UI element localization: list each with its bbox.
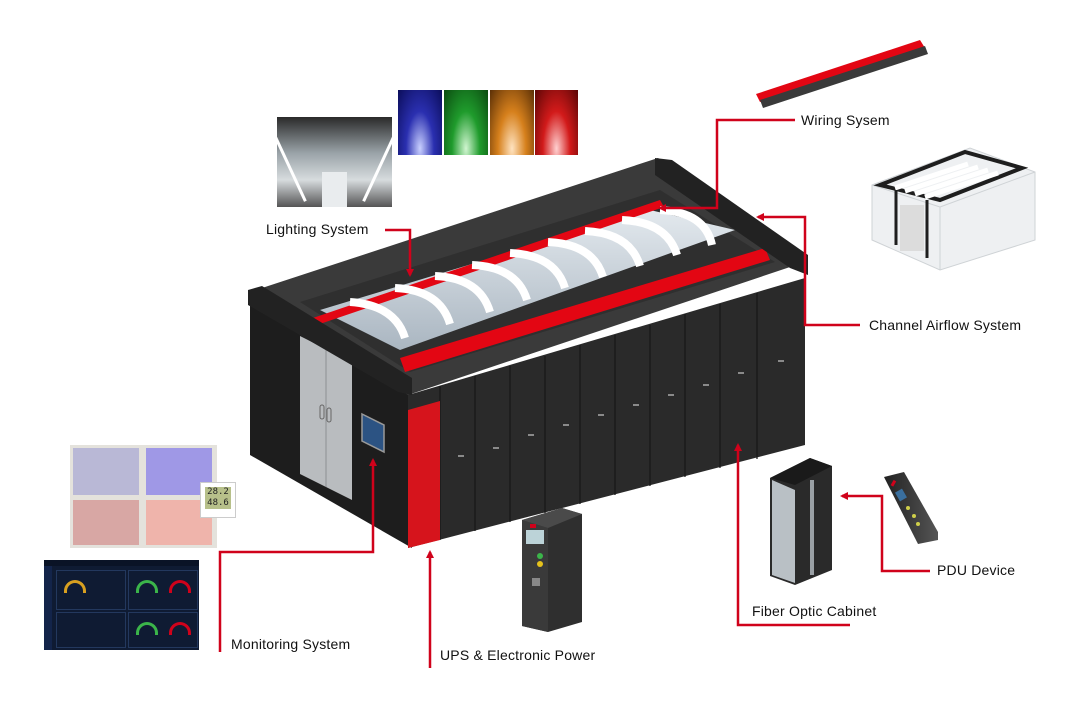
lighting-color-green [444,90,488,155]
aisle-lighting-photo [277,117,392,207]
lighting-connector [385,228,414,277]
fiber-optic-cabinet [770,458,832,585]
container-module [248,158,808,548]
lighting-color-red [535,90,578,155]
humidity-readout: 48.6 [207,498,229,508]
monitoring-dashboard [44,560,199,650]
pdu-device [884,472,938,544]
end-post-right [655,158,808,275]
label-monitoring-system: Monitoring System [231,636,351,652]
cabinet-handles [458,360,784,457]
monitoring-connector [218,458,377,652]
label-channel-airflow: Channel Airflow System [869,317,1022,333]
container-front-face [408,278,805,548]
label-fiber-optic-cabinet: Fiber Optic Cabinet [752,603,877,619]
control-panel-screen [361,412,385,454]
temperature-readout: 28.2 [207,487,229,497]
end-post-left [248,286,412,395]
airflow-connector [756,213,860,327]
wiring-connector [658,118,795,212]
roof-arches [349,206,716,340]
label-lighting-system: Lighting System [266,221,369,237]
lighting-color-blue [398,90,442,155]
airflow-containment-product [871,147,1036,271]
fiber-connector [734,443,850,627]
label-ups-power: UPS & Electronic Power [440,647,596,663]
temp-humidity-sensor: 28.2 48.6 [200,482,236,518]
label-pdu-device: PDU Device [937,562,1016,578]
red-cabinet-panel [408,401,440,548]
ups-cabinet [522,508,582,632]
label-wiring-system: Wiring Sysem [801,112,890,128]
monitoring-cabinet-photo [70,445,217,548]
wiring-tray-front [400,248,770,372]
lighting-color-orange [490,90,534,155]
door-handle [319,404,325,420]
pdu-connector [840,492,930,573]
connector-lines [218,118,930,668]
wiring-tray-product [756,40,928,108]
